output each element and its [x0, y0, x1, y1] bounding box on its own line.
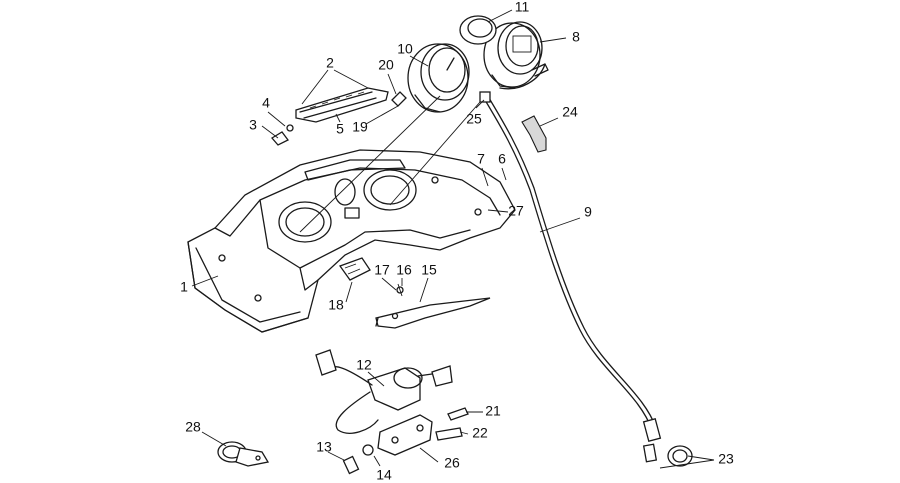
callout-23: 23 — [718, 451, 734, 467]
switch-part — [338, 257, 371, 281]
callout-21: 21 — [485, 403, 501, 419]
bracket-part — [375, 297, 491, 329]
cable-end-fitting — [642, 417, 662, 463]
callout-9: 9 — [584, 204, 592, 220]
bulb-part — [271, 124, 294, 146]
callout-24: 24 — [562, 104, 578, 120]
callout-27: 27 — [508, 203, 524, 219]
cable-guide-part — [521, 115, 547, 153]
callout-7: 7 — [477, 151, 485, 167]
speedometer-part — [407, 43, 470, 113]
callout-14: 14 — [376, 467, 392, 483]
screw-part — [396, 286, 404, 294]
instrument-panel-part — [187, 149, 516, 333]
callout-22: 22 — [472, 425, 488, 441]
callout-26: 26 — [444, 455, 460, 471]
callout-16: 16 — [396, 262, 412, 278]
callout-5: 5 — [336, 121, 344, 137]
callout-3: 3 — [249, 117, 257, 133]
callout-8: 8 — [572, 29, 580, 45]
bolt-13-part — [342, 455, 360, 475]
callout-6: 6 — [498, 151, 506, 167]
callout-28: 28 — [185, 419, 201, 435]
callout-11: 11 — [515, 0, 530, 15]
indicator-gauge-part — [459, 15, 497, 45]
ignition-switch-part — [315, 349, 453, 434]
washer-14-part — [362, 444, 374, 456]
callout-20: 20 — [378, 57, 394, 73]
callout-labels: 1 2 3 4 5 6 7 8 9 10 11 12 13 14 15 16 1… — [180, 0, 734, 483]
callout-2: 2 — [326, 55, 334, 71]
callout-13: 13 — [316, 439, 332, 455]
callout-leaders — [191, 9, 715, 469]
bolt-22-part — [435, 427, 463, 441]
speedometer-cable — [484, 99, 653, 431]
callout-15: 15 — [421, 262, 437, 278]
callout-1: 1 — [180, 279, 188, 295]
tach-cable — [499, 63, 546, 90]
bolt-21-part — [447, 407, 469, 421]
bulb-socket-part — [391, 91, 407, 107]
tachometer-part — [483, 21, 549, 89]
callout-17: 17 — [374, 262, 390, 278]
callout-19: 19 — [352, 119, 368, 135]
cable-nut-part — [479, 91, 491, 103]
mounting-plate-part — [377, 414, 433, 456]
callout-18: 18 — [328, 297, 344, 313]
callout-25: 25 — [466, 111, 482, 127]
clamp-part — [217, 441, 270, 467]
callout-4: 4 — [262, 95, 270, 111]
cable-grommet-part — [667, 445, 693, 467]
callout-10: 10 — [397, 41, 413, 57]
callout-12: 12 — [356, 357, 372, 373]
